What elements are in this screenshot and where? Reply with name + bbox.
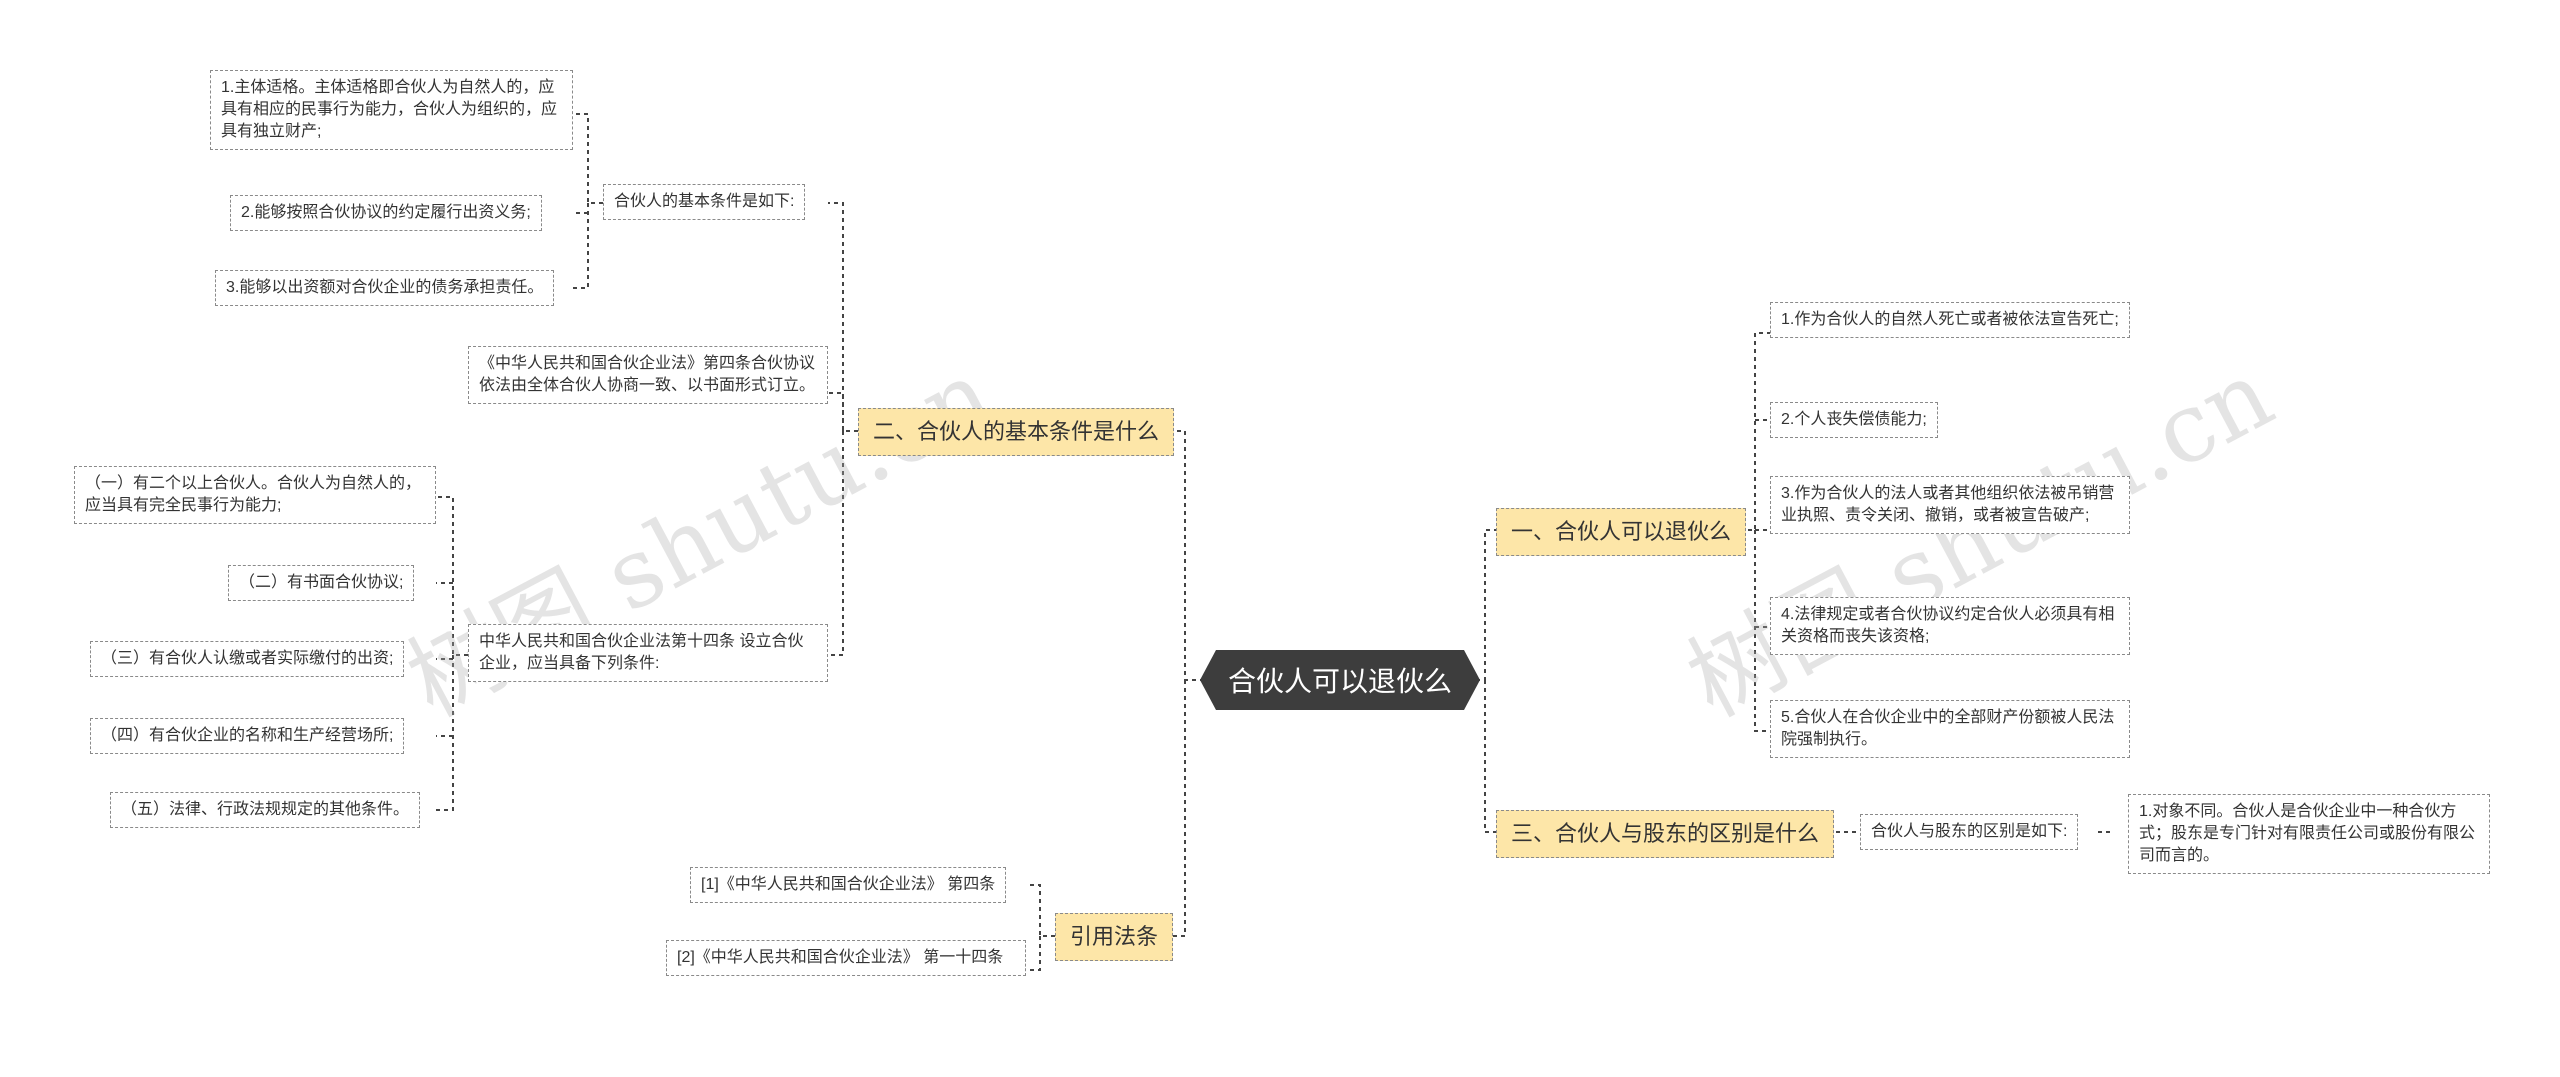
root-shape [1200,650,1480,710]
branch-basic-conditions[interactable]: 二、合伙人的基本条件是什么 [858,408,1175,456]
leaf-basic-conditions[interactable]: 合伙人的基本条件是如下: [603,184,806,220]
leaf-article-14[interactable]: 中华人民共和国合伙企业法第十四条 设立合伙企业，应当具备下列条件: [468,624,828,682]
leaf-difference-intro[interactable]: 合伙人与股东的区别是如下: [1860,814,2079,850]
leaf-article-14-item-5[interactable]: （五）法律、行政法规规定的其他条件。 [110,792,421,828]
leaf-withdraw-3[interactable]: 3.作为合伙人的法人或者其他组织依法被吊销营业执照、责令关闭、撤销，或者被宣告破… [1770,476,2130,534]
branch-partner-vs-shareholder[interactable]: 三、合伙人与股东的区别是什么 [1496,810,1835,858]
leaf-withdraw-2[interactable]: 2.个人丧失偿债能力; [1770,402,1938,438]
leaf-citation-2[interactable]: [2]《中华人民共和国合伙企业法》 第一十四条 [666,940,1026,976]
leaf-basic-item-1[interactable]: 1.主体适格。主体适格即合伙人为自然人的，应具有相应的民事行为能力，合伙人为组织… [210,70,573,150]
leaf-withdraw-5[interactable]: 5.合伙人在合伙企业中的全部财产份额被人民法院强制执行。 [1770,700,2130,758]
leaf-basic-item-2[interactable]: 2.能够按照合伙协议的约定履行出资义务; [230,195,542,231]
leaf-difference-1[interactable]: 1.对象不同。合伙人是合伙企业中一种合伙方式；股东是专门针对有限责任公司或股份有… [2128,794,2490,874]
leaf-withdraw-1[interactable]: 1.作为合伙人的自然人死亡或者被依法宣告死亡; [1770,302,2130,338]
branch-cited-laws[interactable]: 引用法条 [1055,913,1174,961]
leaf-article-14-item-3[interactable]: （三）有合伙人认缴或者实际缴付的出资; [90,641,405,677]
branch-can-withdraw[interactable]: 一、合伙人可以退伙么 [1496,508,1747,556]
leaf-citation-1[interactable]: [1]《中华人民共和国合伙企业法》 第四条 [690,867,1007,903]
leaf-basic-item-3[interactable]: 3.能够以出资额对合伙企业的债务承担责任。 [215,270,555,306]
leaf-article-4[interactable]: 《中华人民共和国合伙企业法》第四条合伙协议依法由全体合伙人协商一致、以书面形式订… [468,346,828,404]
leaf-withdraw-4[interactable]: 4.法律规定或者合伙协议约定合伙人必须具有相关资格而丧失该资格; [1770,597,2130,655]
root-title: 合伙人可以退伙么 [1227,666,1452,697]
leaf-article-14-item-4[interactable]: （四）有合伙企业的名称和生产经营场所; [90,718,405,754]
leaf-article-14-item-2[interactable]: （二）有书面合伙协议; [228,565,415,601]
leaf-article-14-item-1[interactable]: （一）有二个以上合伙人。合伙人为自然人的，应当具有完全民事行为能力; [74,466,436,524]
root-node[interactable]: 合伙人可以退伙么 [1200,650,1480,710]
